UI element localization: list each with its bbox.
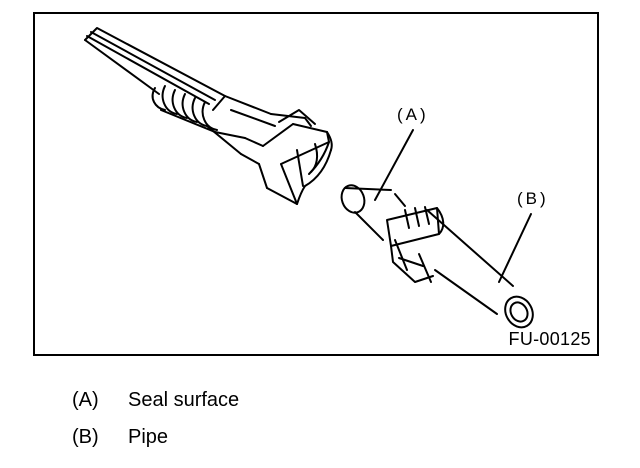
leader-line-b: [498, 213, 532, 283]
legend-text: Seal surface: [128, 389, 240, 411]
callout-a: (A): [397, 105, 429, 124]
connector-illustration: [84, 27, 534, 329]
pipe: [340, 184, 534, 329]
figure-code: FU-00125: [508, 329, 591, 349]
leader-line-a: [374, 129, 414, 201]
legend-key: (B): [72, 426, 99, 448]
legend-item-seal-surface: (A) Seal surface: [72, 388, 239, 412]
legend-text: Pipe: [128, 426, 169, 448]
legend-item-pipe: (B) Pipe: [72, 425, 168, 449]
legend-key: (A): [72, 389, 99, 411]
figure-frame: (A) (B) FU-00125: [33, 12, 599, 356]
callout-b: (B): [517, 189, 549, 208]
quick-connector: [84, 27, 333, 205]
retainer-clip: [386, 206, 445, 283]
